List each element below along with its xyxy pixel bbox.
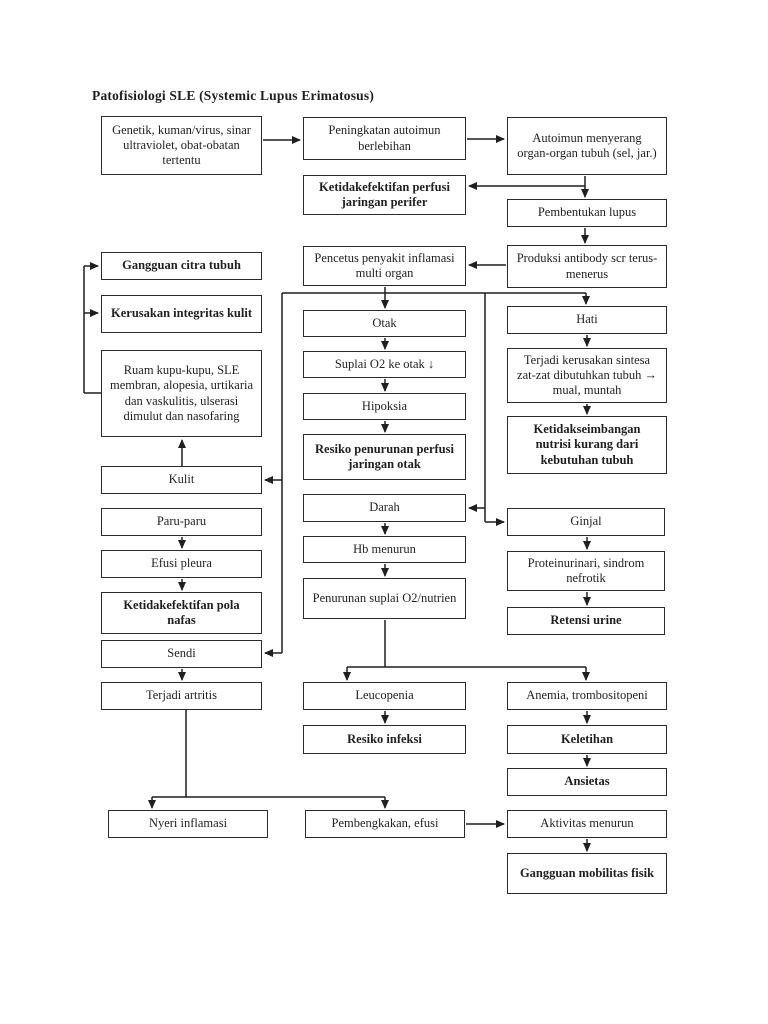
node-hb-menurun: Hb menurun <box>303 536 466 563</box>
node-produksi-antibody: Produksi antibody scr terus-menerus <box>507 245 667 288</box>
node-proteinurinari: Proteinurinari, sindrom nefrotik <box>507 551 665 591</box>
node-efusi-pleura: Efusi pleura <box>101 550 262 578</box>
node-pembentukan-lupus: Pembentukan lupus <box>507 199 667 227</box>
node-terjadi-artritis: Terjadi artritis <box>101 682 262 710</box>
node-ketidakefektifan-pola-nafas: Ketidakefektifan pola nafas <box>101 592 262 634</box>
node-genetik: Genetik, kuman/virus, sinar ultraviolet,… <box>101 116 262 175</box>
node-penurunan-suplai: Penurunan suplai O2/nutrien <box>303 578 466 619</box>
node-ginjal: Ginjal <box>507 508 665 536</box>
node-kulit: Kulit <box>101 466 262 494</box>
node-ansietas: Ansietas <box>507 768 667 796</box>
node-retensi-urine: Retensi urine <box>507 607 665 635</box>
node-hipoksia: Hipoksia <box>303 393 466 420</box>
page-title: Patofisiologi SLE (Systemic Lupus Erimat… <box>92 88 375 103</box>
node-suplai-o2: Suplai O2 ke otak ↓ <box>303 351 466 378</box>
node-darah: Darah <box>303 494 466 522</box>
node-ketidakseimbangan-nutrisi: Ketidakseimbangan nutrisi kurang dari ke… <box>507 416 667 474</box>
node-gangguan-citra-tubuh: Gangguan citra tubuh <box>101 252 262 280</box>
node-kerusakan-integritas-kulit: Kerusakan integritas kulit <box>101 295 262 333</box>
node-aktivitas-menurun: Aktivitas menurun <box>507 810 667 838</box>
node-otak: Otak <box>303 310 466 337</box>
node-leucopenia: Leucopenia <box>303 682 466 710</box>
node-ketidakefektifan-perfusi-perifer: Ketidakefektifan perfusi jaringan perife… <box>303 175 466 215</box>
node-ruam-kupu-kupu: Ruam kupu-kupu, SLE membran, alopesia, u… <box>101 350 262 437</box>
node-keletihan: Keletihan <box>507 725 667 754</box>
node-nyeri-inflamasi: Nyeri inflamasi <box>108 810 268 838</box>
node-resiko-penurunan-perfusi-otak: Resiko penurunan perfusi jaringan otak <box>303 434 466 480</box>
node-paru-paru: Paru-paru <box>101 508 262 536</box>
node-resiko-infeksi: Resiko infeksi <box>303 725 466 754</box>
node-pembengkakan-efusi: Pembengkakan, efusi <box>305 810 465 838</box>
node-anemia-trombositopeni: Anemia, trombositopeni <box>507 682 667 710</box>
node-terjadi-kerusakan-sintesa: Terjadi kerusakan sintesa zat-zat dibutu… <box>507 348 667 403</box>
node-peningkatan-autoimun: Peningkatan autoimun berlebihan <box>303 117 466 160</box>
node-sendi: Sendi <box>101 640 262 668</box>
node-hati: Hati <box>507 306 667 334</box>
node-gangguan-mobilitas-fisik: Gangguan mobilitas fisik <box>507 853 667 894</box>
node-pencetus-penyakit: Pencetus penyakit inflamasi multi organ <box>303 246 466 286</box>
node-autoimun-menyerang: Autoimun menyerang organ-organ tubuh (se… <box>507 117 667 175</box>
